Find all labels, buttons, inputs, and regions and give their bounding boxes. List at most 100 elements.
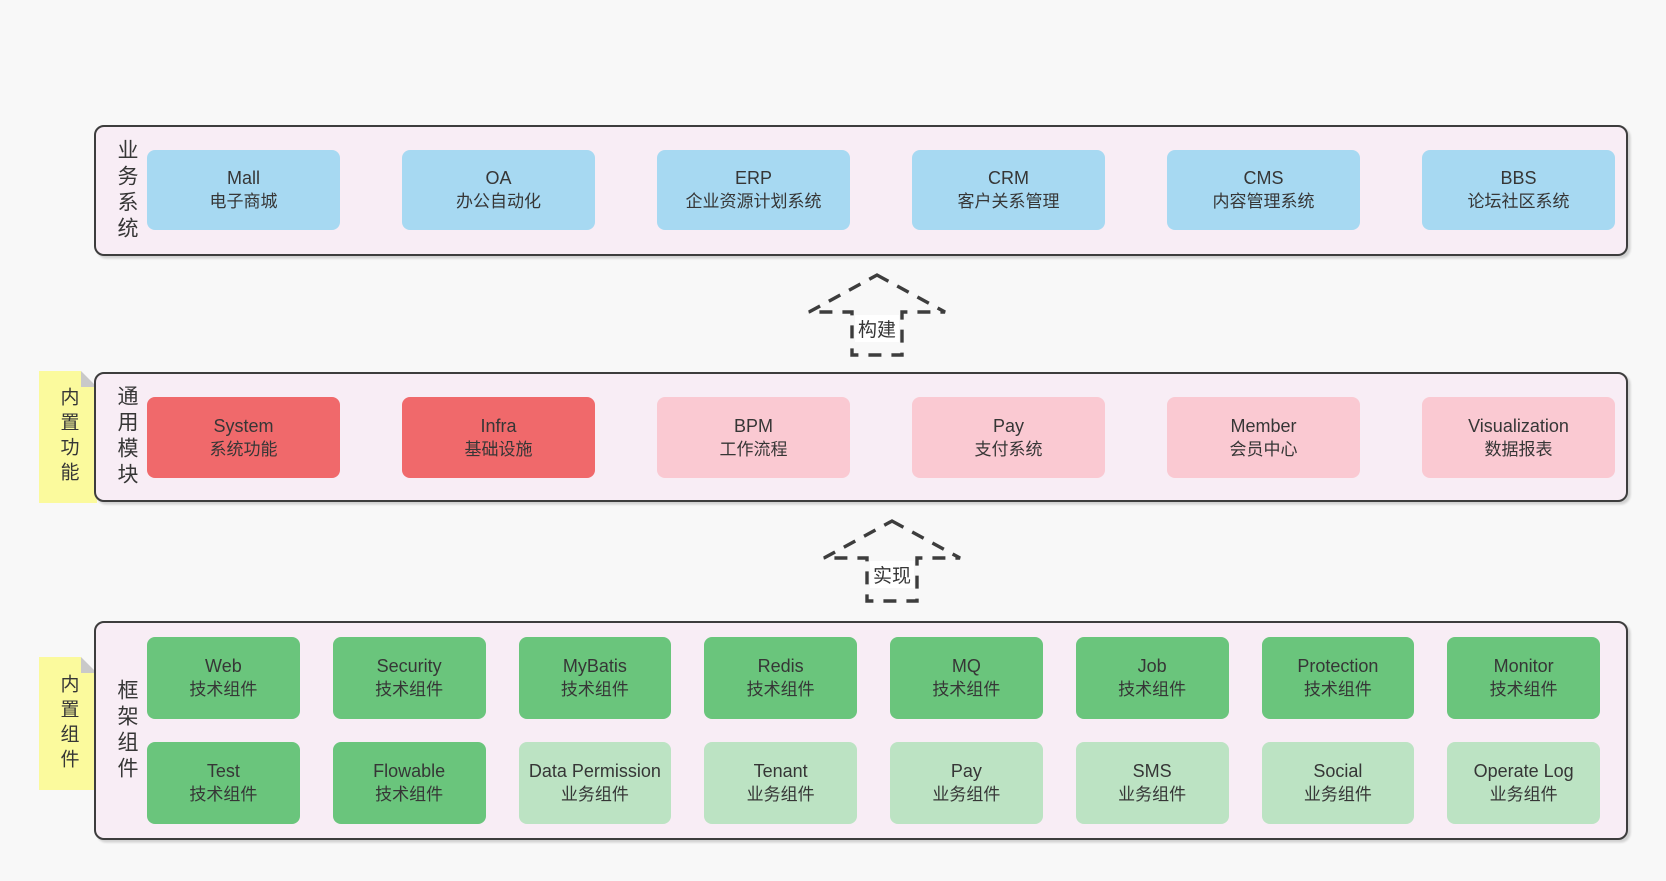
sticky-note-label: 内置功能 <box>57 387 79 487</box>
box-title: Flowable <box>373 761 446 781</box>
box-title: Test <box>206 761 240 781</box>
box-title: SMS <box>1132 761 1172 781</box>
box-job: Job 技术组件 <box>1075 637 1229 719</box>
box-subtitle: 技术组件 <box>189 785 258 804</box>
box-subtitle: 工作流程 <box>719 439 788 459</box>
layer-label-business-systems: 业务系统 <box>104 127 148 254</box>
box-title: Member <box>1230 415 1297 436</box>
box-subtitle: 技术组件 <box>1118 680 1187 699</box>
block-arrow-icon <box>823 519 961 603</box>
box-subtitle: 技术组件 <box>1303 680 1372 699</box>
framework-components-row-1: Web 技术组件 Security 技术组件 MyBatis 技术组件 Redi… <box>147 637 1600 719</box>
box-subtitle: 系统功能 <box>209 439 278 459</box>
box-bbs: BBS 论坛社区系统 <box>1422 150 1615 230</box>
dashed-up-arrow-implement: 实现 <box>821 518 963 604</box>
box-mybatis: MyBatis 技术组件 <box>518 637 672 719</box>
box-bpm: BPM 工作流程 <box>657 397 850 478</box>
framework-components-row-2: Test 技术组件 Flowable 技术组件 Data Permission … <box>147 742 1600 824</box>
box-title: Pay <box>992 415 1025 436</box>
box-operate-log: Operate Log 业务组件 <box>1447 742 1600 824</box>
arrow-label: 实现 <box>869 561 915 588</box>
arrow-label: 构建 <box>854 315 900 342</box>
box-title: ERP <box>734 168 772 188</box>
box-title: Monitor <box>1493 656 1554 676</box>
box-title: OA <box>485 168 512 188</box>
box-subtitle: 技术组件 <box>560 680 629 699</box>
box-title: System <box>213 415 274 436</box>
sticky-note-builtin-features: 内置功能 <box>39 371 97 503</box>
box-redis: Redis 技术组件 <box>704 637 857 719</box>
folded-corner-icon <box>81 657 97 673</box>
box-title: CMS <box>1243 168 1284 188</box>
box-tenant: Tenant 业务组件 <box>704 742 857 824</box>
box-subtitle: 客户关系管理 <box>957 192 1060 211</box>
box-subtitle: 基础设施 <box>464 439 533 459</box>
box-title: Visualization <box>1468 415 1569 436</box>
layer-framework-components: 框架组件 Web 技术组件 Security 技术组件 MyBatis 技术组件… <box>94 621 1628 840</box>
folded-corner-icon <box>81 371 97 387</box>
box-visualization: Visualization 数据报表 <box>1422 397 1615 478</box>
box-subtitle: 技术组件 <box>189 680 258 699</box>
box-subtitle: 办公自动化 <box>456 192 541 211</box>
block-arrow-icon <box>808 273 946 357</box>
box-subtitle: 技术组件 <box>375 785 444 804</box>
box-subtitle: 业务组件 <box>1303 785 1372 804</box>
box-title: Redis <box>757 656 804 676</box>
box-title: Protection <box>1297 656 1379 676</box>
box-subtitle: 技术组件 <box>375 680 444 699</box>
box-title: Web <box>205 656 242 676</box>
box-flowable: Flowable 技术组件 <box>332 742 486 824</box>
box-subtitle: 企业资源计划系统 <box>685 192 822 211</box>
box-subtitle: 电子商城 <box>209 192 278 211</box>
box-title: Mall <box>226 168 260 188</box>
layer-label-text: 框架组件 <box>115 678 138 783</box>
box-title: Data Permission <box>528 761 661 781</box>
box-title: Tenant <box>753 761 808 781</box>
box-title: Social <box>1313 761 1363 781</box>
sticky-note-builtin-components: 内置组件 <box>39 657 97 790</box>
box-title: CRM <box>988 168 1029 188</box>
box-title: Operate Log <box>1473 761 1574 781</box>
box-web: Web 技术组件 <box>147 637 300 719</box>
box-title: MQ <box>951 656 981 676</box>
box-subtitle: 业务组件 <box>932 785 1001 804</box>
box-subtitle: 业务组件 <box>560 785 629 804</box>
layer-label-text: 业务系统 <box>115 138 138 243</box>
box-subtitle: 技术组件 <box>746 680 815 699</box>
box-mall: Mall 电子商城 <box>147 150 340 230</box>
box-subtitle: 业务组件 <box>1118 785 1187 804</box>
box-title: Pay <box>950 761 982 781</box>
box-subtitle: 支付系统 <box>974 439 1043 459</box>
box-title: MyBatis <box>562 656 627 676</box>
box-monitor: Monitor 技术组件 <box>1447 637 1600 719</box>
box-subtitle: 论坛社区系统 <box>1467 192 1570 211</box>
business-systems-row: Mall 电子商城 OA 办公自动化 ERP 企业资源计划系统 CRM 客户关系… <box>147 150 1615 230</box>
box-title: BBS <box>1500 168 1537 188</box>
box-system: System 系统功能 <box>147 397 340 478</box>
box-subtitle: 业务组件 <box>1489 785 1558 804</box>
common-modules-row: System 系统功能 Infra 基础设施 BPM 工作流程 Pay 支付系统… <box>147 397 1615 478</box>
box-title: Security <box>376 656 442 676</box>
layer-label-framework-components: 框架组件 <box>104 623 148 838</box>
layer-common-modules: 通用模块 System 系统功能 Infra 基础设施 BPM 工作流程 Pay… <box>94 372 1628 502</box>
box-test: Test 技术组件 <box>147 742 300 824</box>
box-title: Job <box>1137 656 1167 676</box>
box-mq: MQ 技术组件 <box>890 637 1043 719</box>
box-security: Security 技术组件 <box>332 637 486 719</box>
box-protection: Protection 技术组件 <box>1261 637 1415 719</box>
sticky-note-label: 内置组件 <box>57 673 79 774</box>
box-data-permission: Data Permission 业务组件 <box>518 742 672 824</box>
box-subtitle: 技术组件 <box>932 680 1001 699</box>
box-infra: Infra 基础设施 <box>402 397 595 478</box>
box-title: BPM <box>733 415 773 436</box>
box-erp: ERP 企业资源计划系统 <box>657 150 850 230</box>
box-cms: CMS 内容管理系统 <box>1167 150 1360 230</box>
box-subtitle: 内容管理系统 <box>1212 192 1315 211</box>
layer-label-text: 通用模块 <box>115 385 138 489</box>
box-crm: CRM 客户关系管理 <box>912 150 1105 230</box>
box-member: Member 会员中心 <box>1167 397 1360 478</box>
layer-label-common-modules: 通用模块 <box>104 374 148 500</box>
box-subtitle: 业务组件 <box>746 785 815 804</box>
box-title: Infra <box>480 415 517 436</box>
